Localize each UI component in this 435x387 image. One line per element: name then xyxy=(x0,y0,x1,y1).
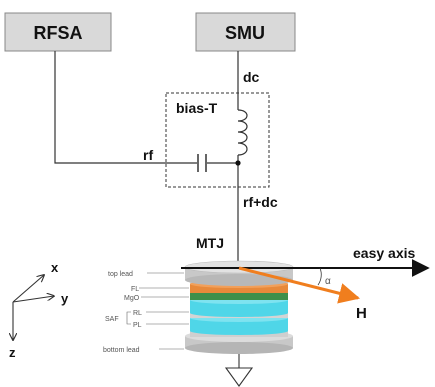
x-axis-label: x xyxy=(51,260,59,275)
smu-box: SMU xyxy=(195,12,296,52)
layer-annotations xyxy=(126,272,189,350)
rf-label: rf xyxy=(143,147,153,163)
y-axis-arrow xyxy=(12,296,54,303)
mgo-layer xyxy=(190,293,288,300)
fl-label: FL xyxy=(131,286,139,293)
bias-t-label: bias-T xyxy=(176,100,218,116)
rl-label: RL xyxy=(133,310,142,317)
coordinate-axes xyxy=(13,275,54,340)
rf-dc-label: rf+dc xyxy=(243,194,278,210)
rfsa-box: RFSA xyxy=(4,12,112,52)
junction-node xyxy=(235,160,241,166)
mtj-label: MTJ xyxy=(196,235,224,251)
capacitor xyxy=(197,154,207,172)
mgo-label: MgO xyxy=(124,295,140,302)
top-lead-label: top lead xyxy=(108,271,133,278)
inductor xyxy=(237,109,248,156)
bias-t-box xyxy=(165,92,270,188)
field-arrow xyxy=(238,266,361,304)
rfsa-label: RFSA xyxy=(34,23,83,43)
free-layer xyxy=(190,284,288,293)
dc-label: dc xyxy=(243,69,260,85)
x-axis-arrow xyxy=(12,275,44,303)
saf-label: SAF xyxy=(105,316,119,323)
pl-label: PL xyxy=(133,322,142,329)
bottom-lead-label: bottom lead xyxy=(103,347,140,354)
alpha-label: α xyxy=(325,276,331,287)
z-axis-label: z xyxy=(9,345,16,360)
y-axis-label: y xyxy=(61,291,69,306)
easy-axis-label: easy axis xyxy=(353,245,415,261)
field-label: H xyxy=(356,305,367,322)
alpha-arc xyxy=(317,267,322,286)
smu-label: SMU xyxy=(225,23,265,43)
mtj-stack xyxy=(184,260,294,354)
ground-symbol xyxy=(224,354,254,387)
rf-wire xyxy=(54,51,197,164)
